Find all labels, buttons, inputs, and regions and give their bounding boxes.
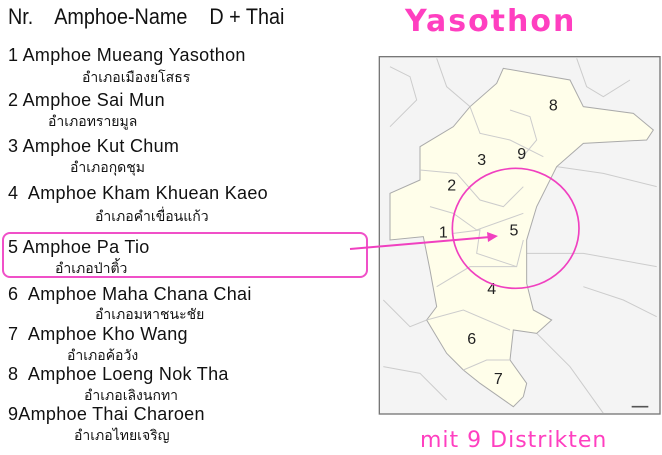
map-label-6: 6 — [467, 331, 476, 348]
district-1-en: 1 Amphoe Mueang Yasothon — [8, 45, 246, 65]
district-3-en: 3 Amphoe Kut Chum — [8, 136, 180, 156]
district-8-th: อำเภอเลิงนกทา — [84, 388, 179, 404]
map-label-1: 1 — [439, 224, 448, 241]
district-7-en: 7 Amphoe Kho Wang — [8, 324, 188, 344]
highlight-circle — [451, 167, 580, 290]
province-title: Yasothon — [405, 4, 577, 39]
neighbor-borders — [382, 58, 657, 414]
district-6-en: 6 Amphoe Maha Chana Chai — [8, 284, 252, 304]
district-5-en: 5 Amphoe Pa Tio — [8, 237, 150, 257]
district-7-th: อำเภอค้อวัง — [67, 348, 139, 364]
district-map: 8 9 3 2 1 5 4 6 7 — [378, 56, 661, 415]
district-9-en: 9Amphoe Thai Charoen — [8, 404, 205, 424]
district-borders — [419, 106, 544, 371]
map-label-2: 2 — [447, 178, 456, 195]
map-label-5: 5 — [510, 223, 519, 240]
map-label-4: 4 — [487, 281, 496, 298]
highlight-box — [2, 232, 368, 278]
map-label-8: 8 — [549, 98, 558, 115]
province-subtitle: mit 9 Distrikten — [420, 428, 608, 453]
district-2-th: อำเภอทรายมูล — [48, 114, 138, 130]
map-label-3: 3 — [477, 152, 486, 169]
district-3-th: อำเภอกุดชุม — [70, 160, 145, 176]
district-4-en: 4 Amphoe Kham Khuean Kaeo — [8, 183, 268, 203]
table-header: Nr. Amphoe-Name D + Thai — [8, 4, 285, 29]
district-6-th: อำเภอมหาชนะชัย — [95, 307, 205, 323]
district-4-th: อำเภอคำเขื่อนแก้ว — [95, 209, 209, 225]
province-shape — [389, 67, 654, 408]
district-1-th: อำเภอเมืองยโสธร — [82, 70, 191, 86]
district-9-th: อำเภอไทยเจริญ — [74, 428, 170, 444]
map-label-9: 9 — [517, 146, 526, 163]
district-5-th: อำเภอป่าติ้ว — [55, 261, 128, 277]
district-8-en: 8 Amphoe Loeng Nok Tha — [8, 364, 229, 384]
map-label-7: 7 — [494, 371, 503, 388]
district-2-en: 2 Amphoe Sai Mun — [8, 90, 165, 110]
